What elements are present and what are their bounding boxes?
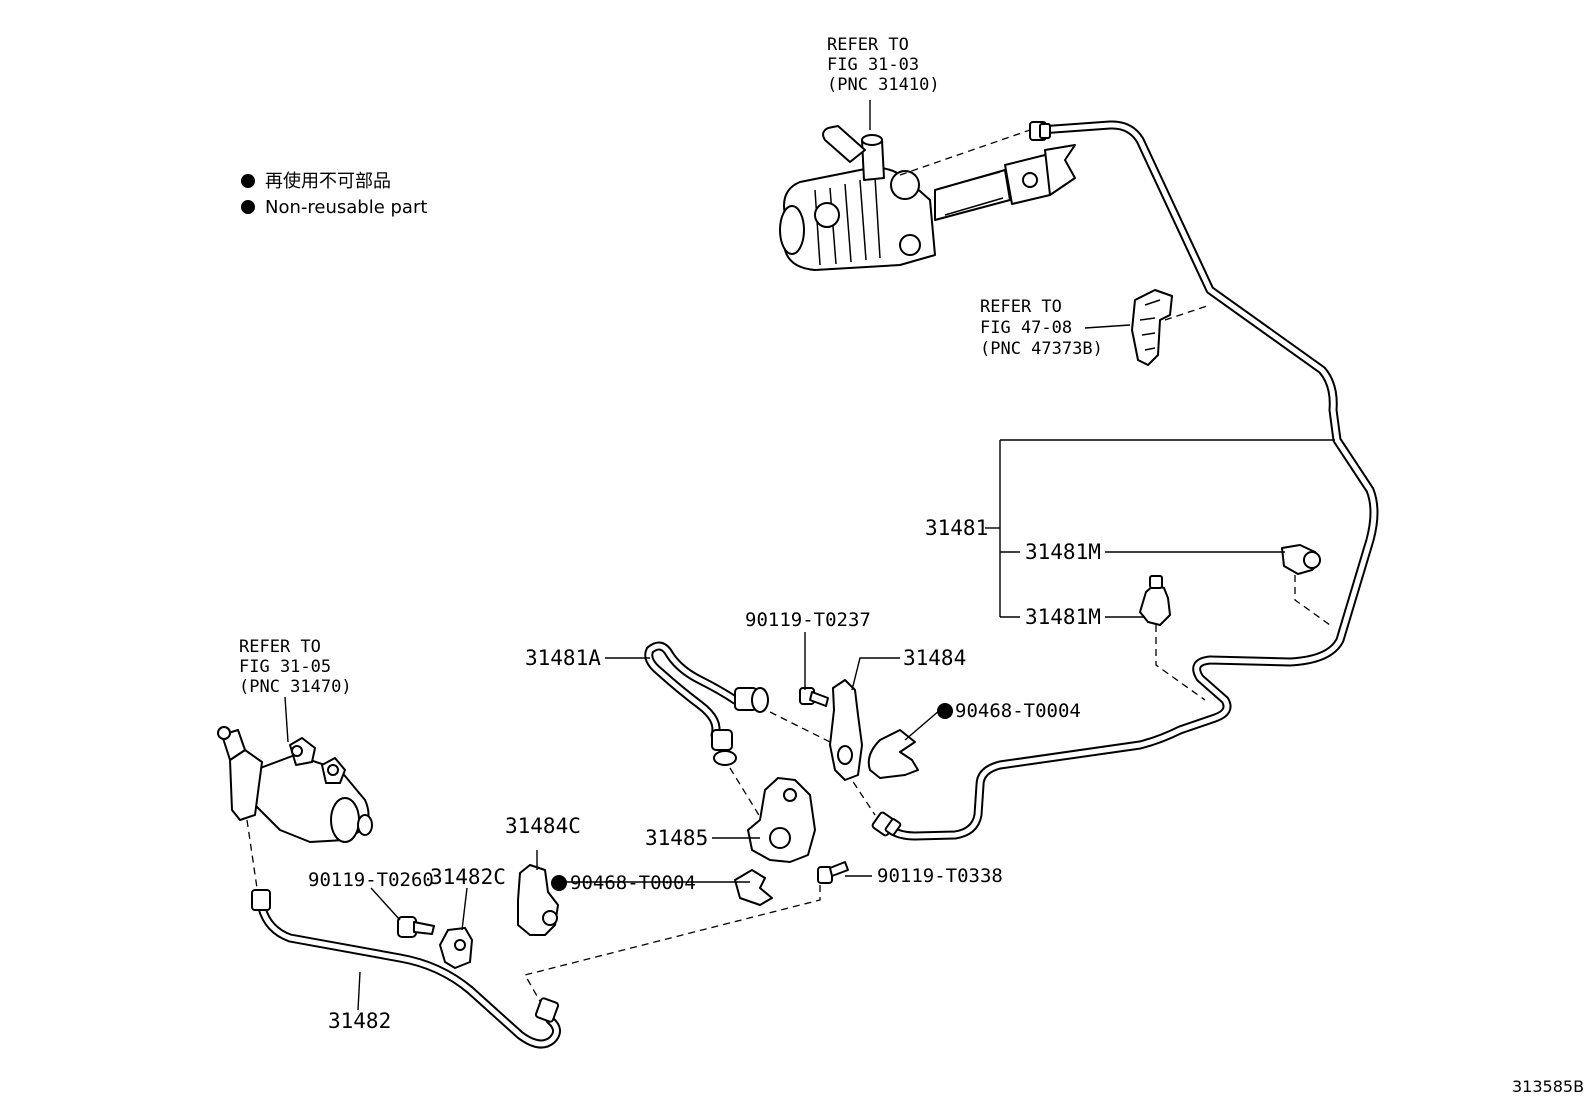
label-31485: 31485	[645, 826, 708, 850]
ref-master-cylinder: REFER TO FIG 31-03 (PNC 31410)	[827, 35, 940, 95]
figure-code: 313585B	[1512, 1077, 1584, 1096]
non-reusable-marker-icon	[241, 200, 255, 214]
label-31481a: 31481A	[525, 646, 601, 670]
bolt-90119-t0338	[817, 861, 849, 884]
label-31484: 31484	[903, 646, 966, 670]
clip-upper-dash	[1294, 575, 1331, 626]
non-reusable-marker-icon	[551, 875, 567, 891]
svg-text:FIG 31-03: FIG 31-03	[827, 55, 919, 75]
label-90468-t0004-lower: 90468-T0004	[570, 872, 696, 894]
leader-lines	[284, 100, 1335, 1011]
bracket-to-lower-pipe-dash	[524, 885, 821, 1011]
svg-text:REFER TO: REFER TO	[239, 637, 321, 657]
clip-lower-dash	[1155, 625, 1206, 701]
pipe-clamp-ref	[1131, 289, 1173, 366]
svg-text:(PNC 31470): (PNC 31470)	[239, 677, 352, 697]
clutch-master-cylinder	[779, 125, 1076, 271]
bolt-90119-t0237	[799, 687, 829, 707]
svg-text:REFER TO: REFER TO	[980, 297, 1062, 317]
label-31482: 31482	[328, 1009, 391, 1033]
pipe-31482	[251, 889, 561, 1049]
svg-text:FIG 47-08: FIG 47-08	[980, 318, 1072, 338]
label-90119-t0338: 90119-T0338	[877, 865, 1003, 887]
legend: 再使用不可部品 Non-reusable part	[241, 171, 427, 218]
release-to-pipe-dash	[246, 819, 259, 896]
bracket-31484c	[517, 864, 559, 936]
bracket-31484	[829, 679, 863, 781]
legend-japanese: 再使用不可部品	[265, 171, 391, 192]
ref-pipe-clamp: REFER TO FIG 47-08 (PNC 47373B)	[980, 297, 1103, 359]
bracket-to-pipe-dash	[839, 761, 876, 816]
svg-text:FIG 31-05: FIG 31-05	[239, 657, 331, 677]
clip-90468-t0004-upper	[867, 729, 919, 779]
bolt-90119-t0260	[397, 916, 435, 938]
label-31482c: 31482C	[430, 865, 506, 889]
label-31481m-lower: 31481M	[1025, 605, 1101, 629]
svg-text:(PNC 47373B): (PNC 47373B)	[980, 339, 1103, 359]
label-90119-t0260: 90119-T0260	[308, 869, 434, 891]
bracket-31482c	[439, 927, 473, 969]
label-90468-t0004-upper: 90468-T0004	[955, 700, 1081, 722]
non-reusable-marker-icon	[241, 174, 255, 188]
flexible-hose-31481a	[644, 641, 769, 766]
clip-90468-t0004-lower	[734, 869, 773, 906]
svg-text:REFER TO: REFER TO	[827, 35, 909, 55]
label-31481: 31481	[925, 516, 988, 540]
bracket-31485	[747, 777, 816, 863]
pipe-clip-upper	[1281, 544, 1321, 575]
label-31484c: 31484C	[505, 814, 581, 838]
label-31481m-upper: 31481M	[1025, 540, 1101, 564]
master-to-pipe-dash	[899, 129, 1031, 176]
clamp-dash	[1164, 304, 1211, 321]
non-reusable-marker-icon	[937, 703, 953, 719]
svg-text:(PNC 31410): (PNC 31410)	[827, 75, 940, 95]
clutch-release-cylinder	[217, 726, 373, 843]
ref-release-cylinder: REFER TO FIG 31-05 (PNC 31470)	[239, 637, 352, 697]
pipe-clip-lower	[1139, 575, 1171, 626]
legend-english: Non-reusable part	[265, 197, 427, 218]
hose-to-bracket-dash	[769, 711, 831, 743]
pipe-31481	[871, 120, 1379, 841]
label-90119-t0237: 90119-T0237	[745, 609, 871, 631]
